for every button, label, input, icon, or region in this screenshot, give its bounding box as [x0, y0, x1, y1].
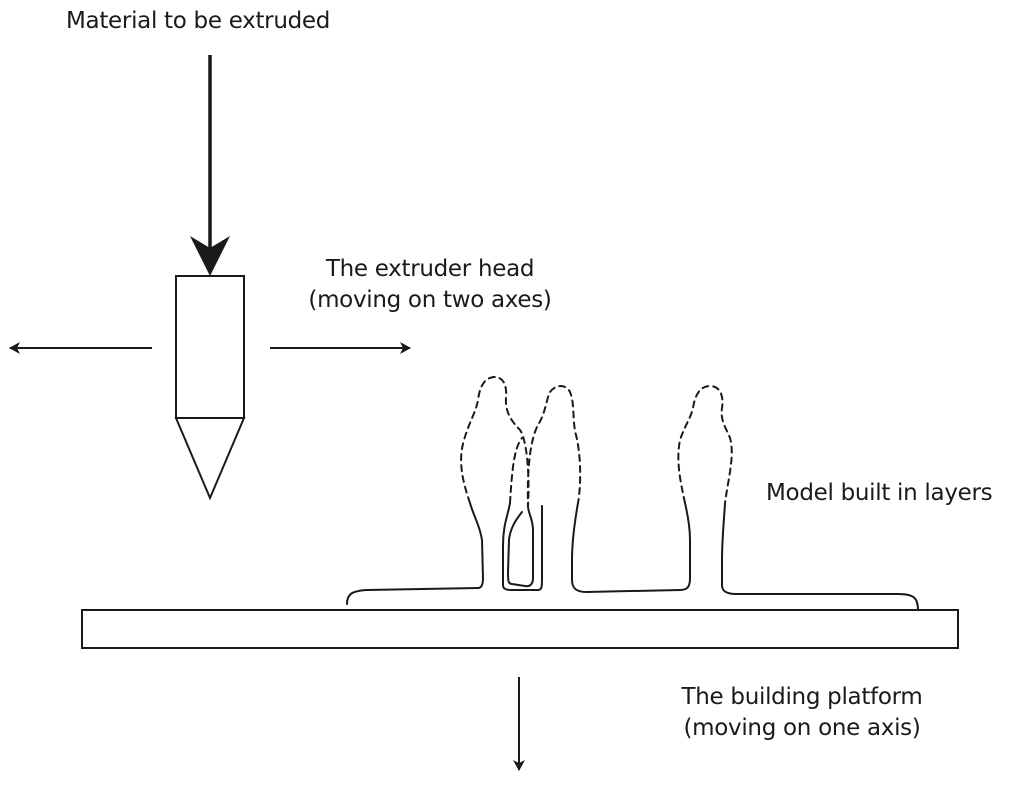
- model-dashed-outline: [460, 376, 733, 507]
- label-building-platform: The building platform (moving on one axi…: [652, 682, 952, 744]
- label-model: Model built in layers: [766, 480, 993, 506]
- model-solid-outline: [346, 502, 919, 611]
- label-extruder-line2: (moving on two axes): [308, 287, 552, 313]
- label-platform-line1: The building platform: [681, 684, 923, 710]
- label-extruder-line1: The extruder head: [325, 256, 535, 282]
- extruder-head: [174, 275, 246, 501]
- label-material: Material to be extruded: [66, 8, 331, 34]
- label-platform-line2: (moving on one axis): [683, 715, 921, 741]
- feed-arrow: [190, 55, 230, 276]
- model: [346, 376, 919, 611]
- building-platform: [81, 609, 959, 649]
- label-extruder-head: The extruder head (moving on two axes): [280, 254, 580, 316]
